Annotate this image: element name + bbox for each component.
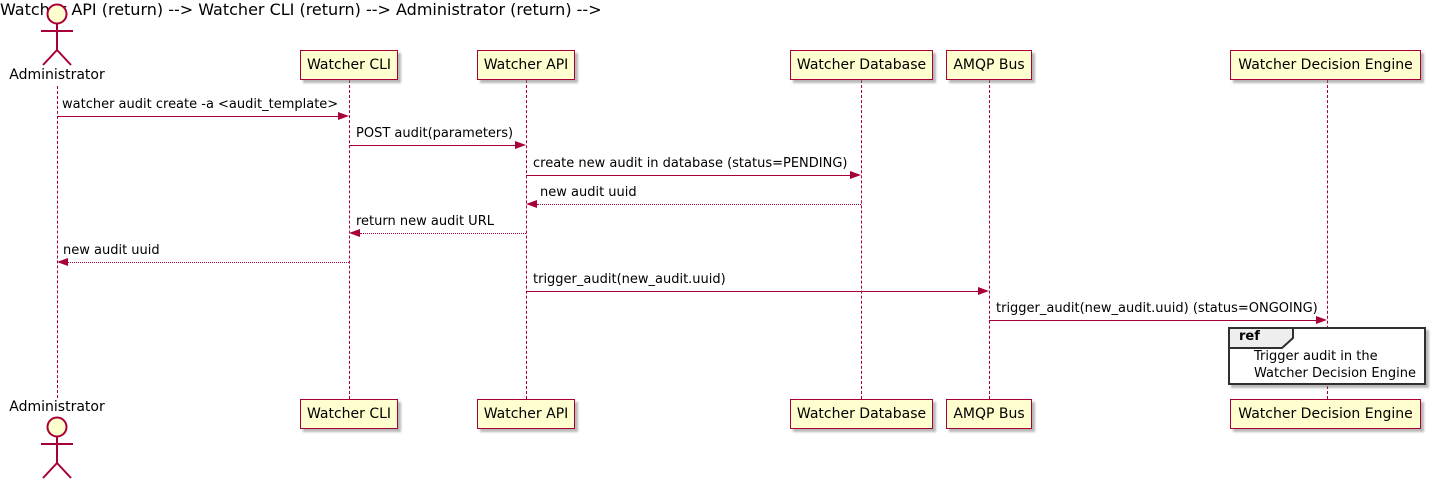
participant-bottom-watcher-cli: Watcher CLI xyxy=(300,399,398,429)
message-line xyxy=(526,291,979,292)
participant-top-watcher-decision-engine: Watcher Decision Engine xyxy=(1230,50,1421,80)
arrowhead-icon xyxy=(1316,316,1327,324)
ref-text-line: Watcher Decision Engine xyxy=(1254,366,1416,381)
ref-tab-shape xyxy=(1229,328,1294,349)
participant-top-watcher-cli: Watcher CLI xyxy=(300,50,398,80)
message-line xyxy=(526,175,851,176)
message-line xyxy=(360,233,526,234)
lifeline-administrator xyxy=(57,86,58,398)
lifeline-amqp-bus xyxy=(989,80,990,399)
ref-keyword: ref xyxy=(1239,329,1260,344)
participant-bottom-watcher-api: Watcher API xyxy=(477,399,575,429)
message-line xyxy=(349,145,516,146)
participant-top-watcher-api: Watcher API xyxy=(477,50,575,80)
participant-top-watcher-database: Watcher Database xyxy=(790,50,933,80)
message-label: trigger_audit(new_audit.uuid) xyxy=(533,272,726,287)
message-label: POST audit(parameters) xyxy=(356,126,514,141)
message-label: return new audit URL xyxy=(356,214,494,229)
message-line xyxy=(68,262,349,263)
participant-top-amqp-bus: AMQP Bus xyxy=(946,50,1032,80)
message-label: watcher audit create -a <audit_template> xyxy=(62,97,339,112)
ref-box: ref Trigger audit in the Watcher Decisio… xyxy=(1228,327,1426,385)
lifeline-watcher-api xyxy=(526,80,527,399)
actor-label-top: Administrator xyxy=(9,67,105,83)
message-label: trigger_audit(new_audit.uuid) (status=ON… xyxy=(996,301,1318,316)
arrowhead-icon xyxy=(338,112,349,120)
actor-icon xyxy=(41,416,73,479)
arrowhead-icon xyxy=(978,287,989,295)
message-label: create new audit in database (status=PEN… xyxy=(533,156,848,171)
arrowhead-icon xyxy=(850,171,861,179)
message-label: new audit uuid xyxy=(63,243,160,258)
arrowhead-icon xyxy=(526,200,537,208)
lifeline-watcher-database xyxy=(861,80,862,399)
message-label: new audit uuid xyxy=(540,185,637,200)
message-line xyxy=(57,116,340,117)
message-line xyxy=(537,204,861,205)
actor-label-bottom: Administrator xyxy=(9,399,105,415)
participant-bottom-amqp-bus: AMQP Bus xyxy=(946,399,1032,429)
arrowhead-icon xyxy=(515,141,526,149)
ref-text-line: Trigger audit in the xyxy=(1254,349,1378,364)
lifeline-watcher-cli xyxy=(349,80,350,399)
participant-bottom-watcher-decision-engine: Watcher Decision Engine xyxy=(1230,399,1421,429)
arrowhead-icon xyxy=(57,258,68,266)
arrowhead-icon xyxy=(349,229,360,237)
lifeline-watcher-decision-engine xyxy=(1327,80,1328,399)
participant-bottom-watcher-database: Watcher Database xyxy=(790,399,933,429)
actor-icon xyxy=(41,3,73,66)
message-line xyxy=(989,320,1317,321)
